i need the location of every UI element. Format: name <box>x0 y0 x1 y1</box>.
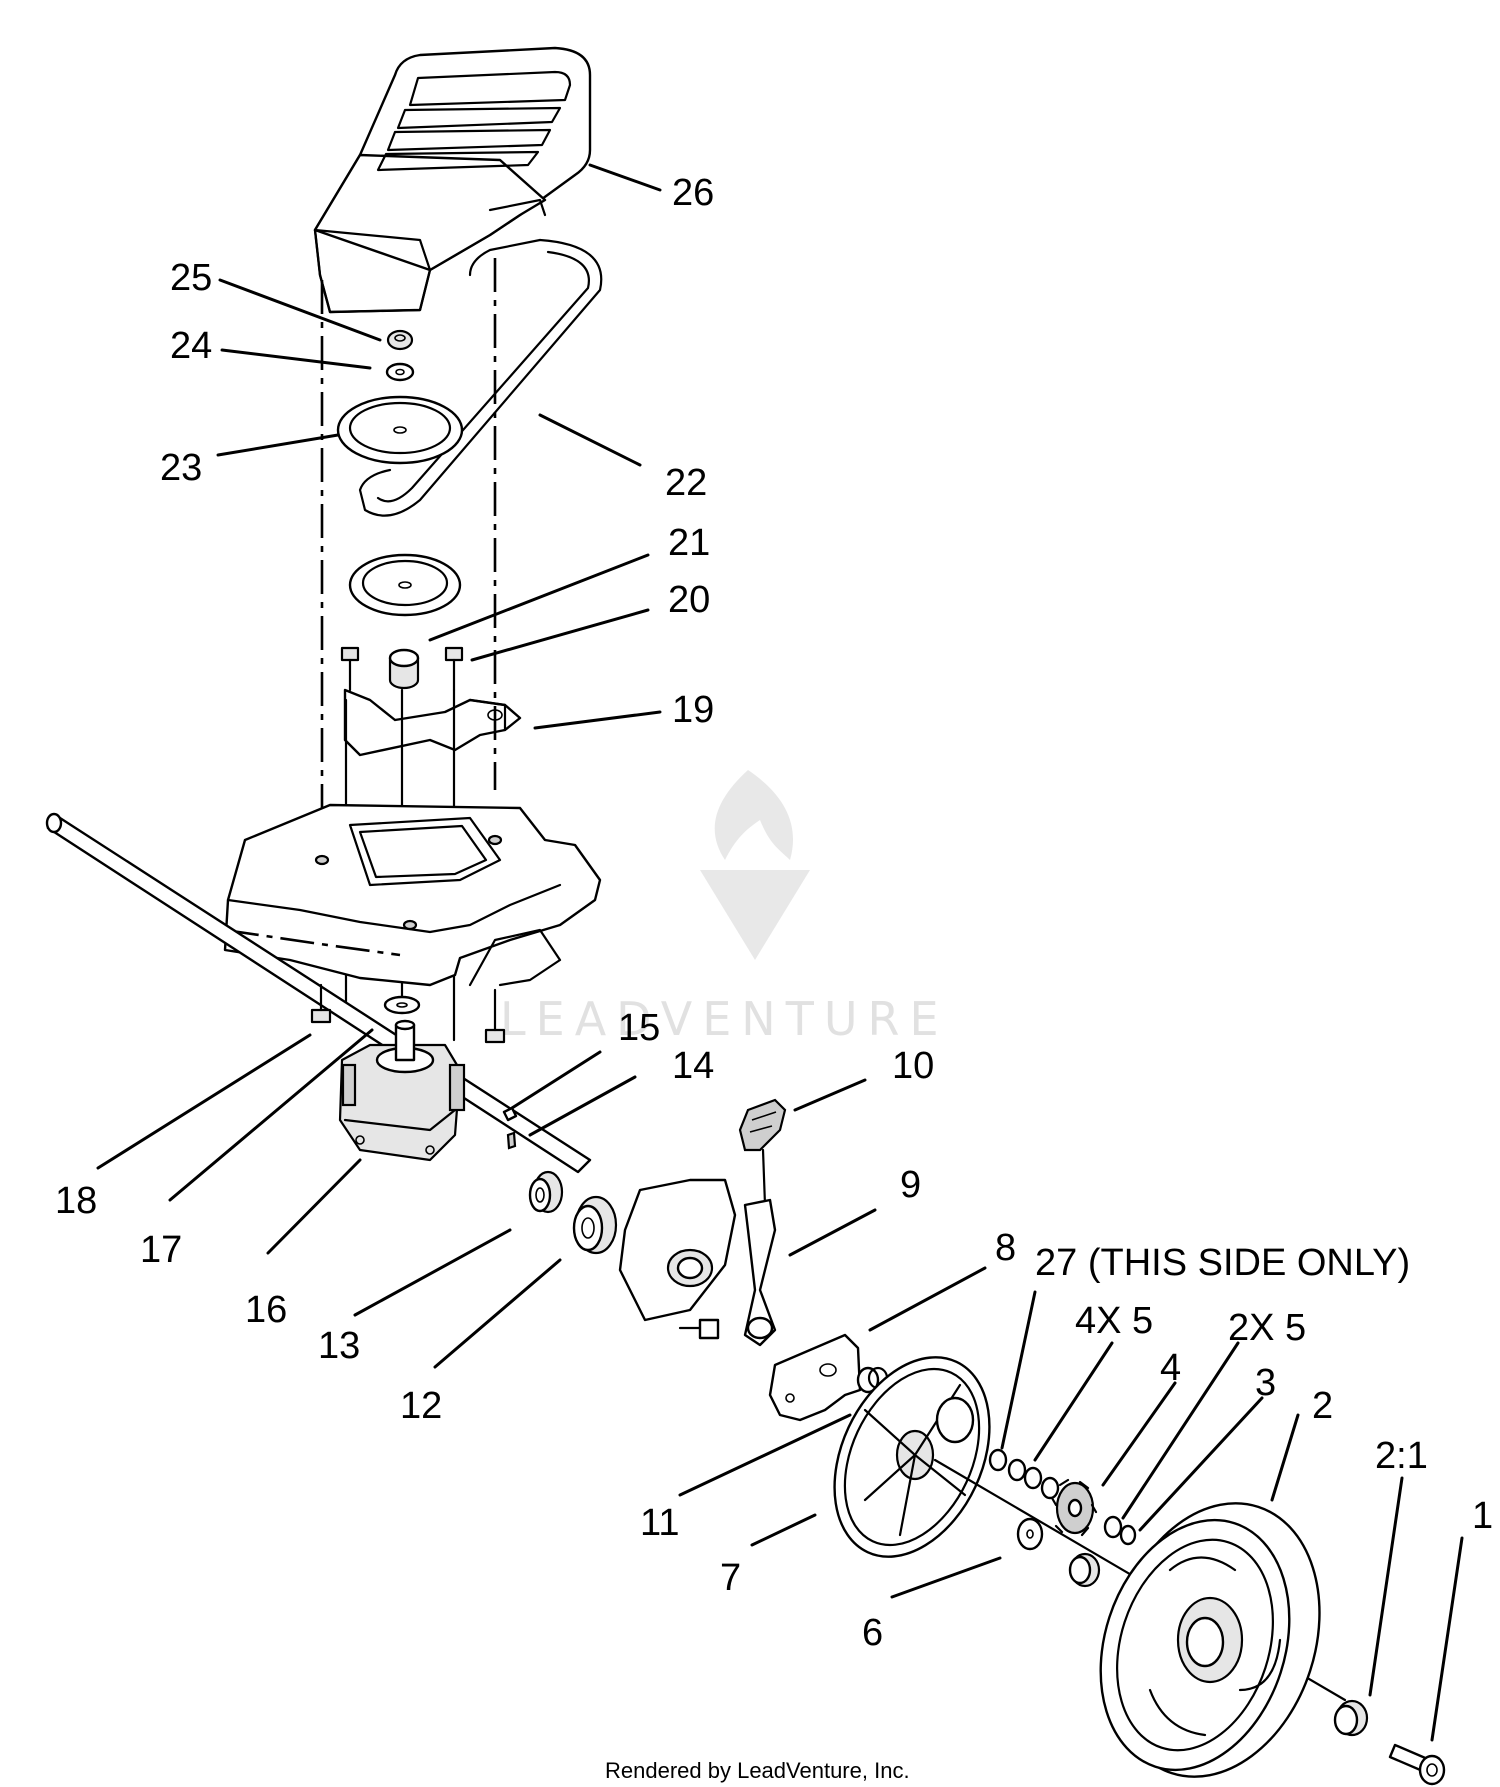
part-2-1-bushing <box>1333 1699 1369 1737</box>
callout-3: 3 <box>1255 1362 1276 1404</box>
part-24-washer <box>385 362 415 382</box>
part-pulley-lower <box>348 553 462 617</box>
part-20-bolts <box>340 646 464 692</box>
part-21-spacer <box>388 648 420 690</box>
part-27-washer <box>988 1448 1008 1472</box>
callout-23: 23 <box>160 447 202 489</box>
part-13-bushing <box>528 1170 564 1214</box>
part-3-washers <box>1103 1515 1137 1546</box>
callout-2: 2 <box>1312 1385 1333 1427</box>
callout-2-1: 2:1 <box>1375 1435 1428 1477</box>
callout-10: 10 <box>892 1045 934 1087</box>
part-12-pinion <box>572 1195 618 1255</box>
part-19-bracket <box>343 688 522 757</box>
part-14-key <box>506 1131 517 1150</box>
part-26-belt-cover <box>313 46 592 314</box>
part-8-height-bracket <box>768 1333 880 1422</box>
callout-7: 7 <box>720 1557 741 1599</box>
leader-lines <box>96 163 1464 1742</box>
callout-12: 12 <box>400 1385 442 1427</box>
part-15-key <box>502 1106 518 1122</box>
leadventure-watermark-logo <box>700 770 810 960</box>
part-23-pulley-upper <box>336 395 464 465</box>
callout-11: 11 <box>640 1502 679 1544</box>
callout-26: 26 <box>672 172 714 214</box>
part-deck-bolts <box>310 983 506 1044</box>
watermark-text: LEADVENTURE <box>500 992 949 1046</box>
callout-14: 14 <box>672 1045 714 1087</box>
part-4-gear <box>1050 1478 1098 1537</box>
part-17-washer <box>383 995 421 1015</box>
callout-27-this-side-only: 27 (THIS SIDE ONLY) <box>1035 1242 1410 1284</box>
callout-18: 18 <box>55 1180 97 1222</box>
callout-24: 24 <box>170 325 212 367</box>
callout-6: 6 <box>862 1612 883 1654</box>
part-22-v-belt <box>358 238 603 517</box>
callout-22: 22 <box>665 462 707 504</box>
callout-19: 19 <box>672 689 714 731</box>
callout-8: 8 <box>995 1227 1016 1269</box>
callout-4x5: 4X 5 <box>1075 1300 1153 1342</box>
callout-2x5: 2X 5 <box>1228 1307 1306 1349</box>
callout-4: 4 <box>1160 1347 1181 1389</box>
callout-21: 21 <box>668 522 710 564</box>
part-9-shift-plate <box>618 1178 737 1340</box>
callout-17: 17 <box>140 1229 182 1271</box>
part-25-nut <box>386 329 414 351</box>
part-1-bolt <box>1388 1743 1446 1786</box>
part-10-knob-arm <box>738 1098 787 1347</box>
callout-20: 20 <box>668 579 710 621</box>
part-5-washers <box>1007 1458 1060 1500</box>
part-2-wheel <box>1099 1502 1321 1778</box>
part-deck-housing <box>223 803 602 987</box>
callout-16: 16 <box>245 1289 287 1331</box>
callout-13: 13 <box>318 1325 360 1367</box>
callout-1: 1 <box>1472 1495 1493 1537</box>
callout-15: 15 <box>618 1007 660 1049</box>
part-7-drive-wheel <box>833 1356 991 1558</box>
part-6-washer-bushing <box>1016 1517 1101 1588</box>
callout-9: 9 <box>900 1164 921 1206</box>
callout-25: 25 <box>170 257 212 299</box>
footer-credit: Rendered by LeadVenture, Inc. <box>605 1758 910 1783</box>
callout-labels: 26 25 24 23 22 21 20 19 18 17 16 15 14 1… <box>55 172 1493 1654</box>
part-16-gearbox <box>338 1019 466 1162</box>
